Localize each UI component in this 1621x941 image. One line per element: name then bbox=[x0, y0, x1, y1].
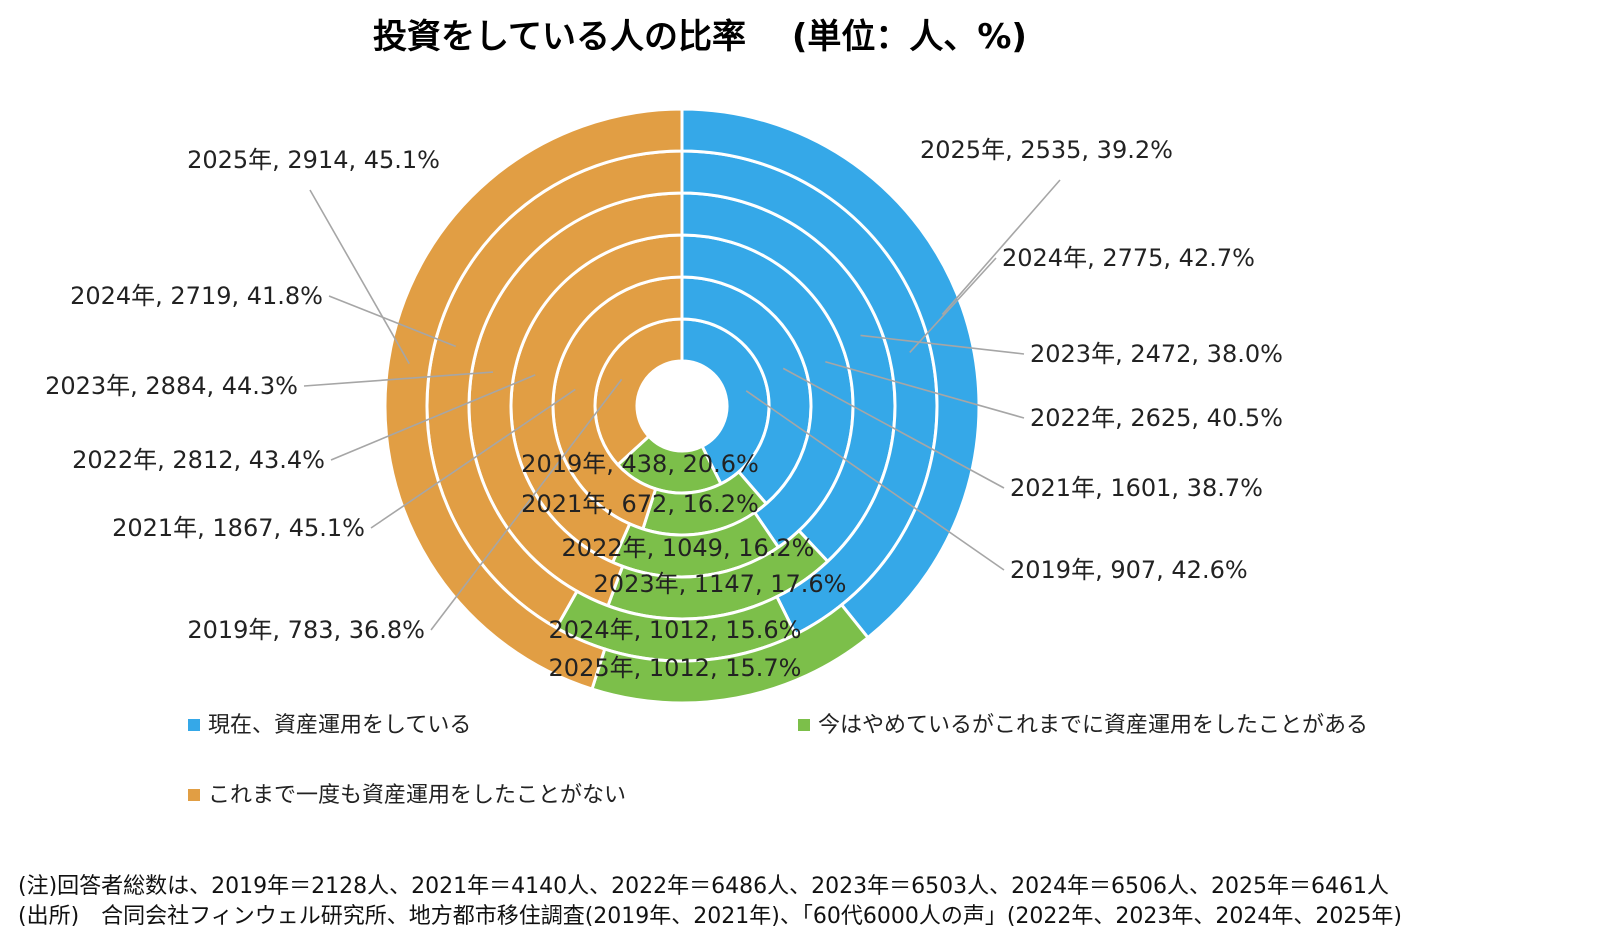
leader-2019-never bbox=[430, 378, 623, 631]
leader-2023-never bbox=[303, 371, 494, 387]
ring-group bbox=[383, 107, 981, 705]
footnote-source: (出所) 合同会社フィンウェル研究所、地方都市移住調査(2019年、2021年)… bbox=[18, 904, 1402, 929]
label-2021-current: 2021年, 1601, 38.7% bbox=[1010, 474, 1263, 502]
leader-2019-current bbox=[745, 390, 1005, 571]
leader-2025-current bbox=[941, 179, 1061, 315]
leader-2022-current bbox=[825, 360, 1025, 419]
leader-2024-current bbox=[909, 257, 997, 354]
legend-label-current: 現在、資産運用をしている bbox=[208, 713, 471, 738]
label-2024-never: 2024年, 2719, 41.8% bbox=[70, 282, 323, 310]
label-2024-former: 2024年, 1012, 15.6% bbox=[549, 616, 802, 644]
label-2025-current: 2025年, 2535, 39.2% bbox=[920, 136, 1173, 164]
data-labels: 2019年, 907, 42.6% 2019年, 783, 36.8% 2019年,… bbox=[45, 136, 1283, 682]
label-2022-former: 2022年, 1049, 16.2% bbox=[562, 534, 815, 562]
label-2019-never: 2019年, 783, 36.8% bbox=[187, 616, 425, 644]
donut-chart: 投資をしている人の比率 (単位：人、%) 2019年, 907, 42.6%20… bbox=[45, 17, 1368, 808]
label-2021-never: 2021年, 1867, 45.1% bbox=[112, 514, 365, 542]
legend-label-never: これまで一度も資産運用をしたことがない bbox=[208, 783, 626, 808]
label-2023-never: 2023年, 2884, 44.3% bbox=[45, 372, 298, 400]
label-2021-former: 2021年, 672, 16.2% bbox=[521, 490, 759, 518]
label-2025-never: 2025年, 2914, 45.1% bbox=[187, 146, 440, 174]
legend: 現在、資産運用をしている 今はやめているがこれまでに資産運用をしたことがあるこれま… bbox=[188, 713, 1368, 808]
leader-lines bbox=[303, 179, 1061, 631]
leader-2023-current bbox=[860, 334, 1025, 355]
leader-2021-current bbox=[782, 367, 1005, 489]
chart-title: 投資をしている人の比率 (単位：人、%) bbox=[373, 17, 1027, 57]
label-2023-current: 2023年, 2472, 38.0% bbox=[1030, 340, 1283, 368]
label-2019-current: 2019年, 907, 42.6% bbox=[1010, 556, 1248, 584]
label-2024-current: 2024年, 2775, 42.7% bbox=[1002, 244, 1255, 272]
label-2023-former: 2023年, 1147, 17.6% bbox=[594, 570, 847, 598]
label-2022-never: 2022年, 2812, 43.4% bbox=[72, 446, 325, 474]
slice-2025-never bbox=[383, 107, 684, 691]
legend-label-former: 今はやめているがこれまでに資産運用をしたことがある bbox=[818, 713, 1368, 738]
label-2025-former: 2025年, 1012, 15.7% bbox=[549, 654, 802, 682]
label-2022-current: 2022年, 2625, 40.5% bbox=[1030, 404, 1283, 432]
leader-2024-never bbox=[328, 295, 457, 348]
leader-2025-never bbox=[309, 189, 410, 365]
leader-2022-never bbox=[330, 374, 536, 461]
legend-swatch-former bbox=[798, 719, 810, 731]
legend-swatch-current bbox=[188, 719, 200, 731]
label-2019-former: 2019年, 438, 20.6% bbox=[521, 450, 759, 478]
leader-2021-never bbox=[370, 388, 576, 529]
legend-swatch-never bbox=[188, 789, 200, 801]
footnote-respondents: (注)回答者総数は、2019年＝2128人、2021年＝4140人、2022年＝… bbox=[18, 874, 1390, 899]
